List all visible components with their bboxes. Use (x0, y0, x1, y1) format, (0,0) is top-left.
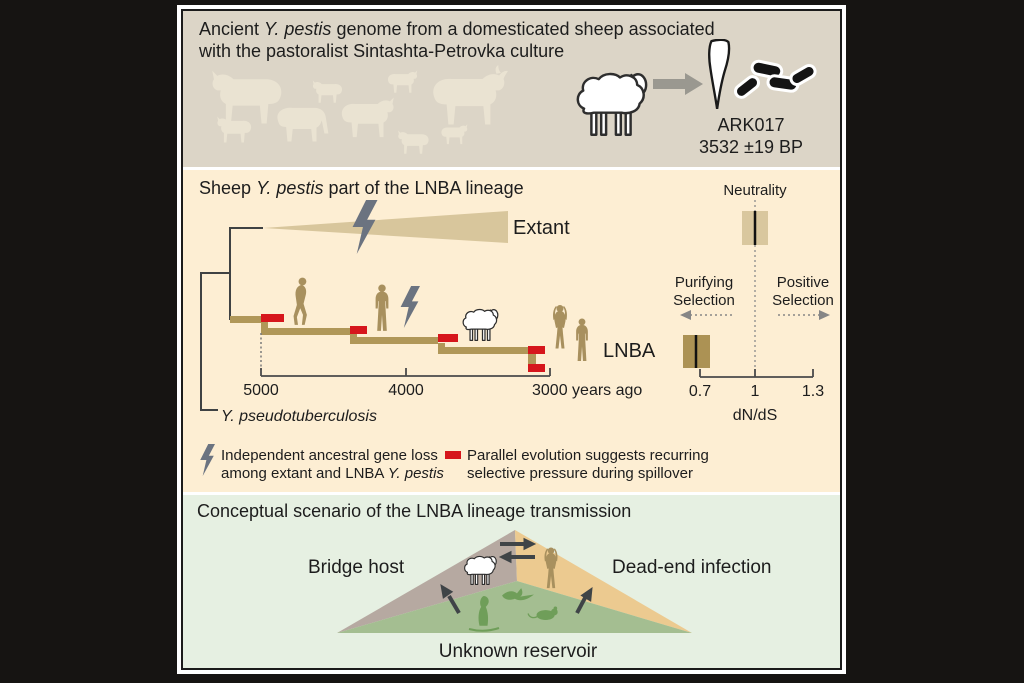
dnds-axis-label: dN/dS (732, 407, 778, 424)
extant-label: Extant (513, 217, 570, 239)
ground-line (468, 627, 500, 632)
tree-branches (200, 227, 263, 411)
extant-wedge (263, 211, 508, 243)
sheep-icon (462, 308, 499, 341)
sheep-small-icon (387, 70, 418, 93)
purifying-arrow (680, 310, 732, 320)
bridge-host-label: Bridge host (308, 557, 405, 578)
sample-id: ARK017 (717, 115, 785, 135)
timeline-tick-5000: 5000 (243, 382, 279, 399)
legend-parallel-evolution: Parallel evolution suggests recurring se… (467, 447, 709, 482)
bull-icon (433, 65, 508, 125)
panel-top-section: Ancient Y. pestis genome from a domestic… (183, 11, 840, 167)
red-gene-loss-mark (445, 451, 461, 459)
middle-title: Sheep Y. pestis part of the LNBA lineage (199, 178, 524, 200)
reservoir-region (337, 581, 692, 633)
dnds-axis (699, 369, 814, 378)
middle-title-part2: part of the LNBA lineage (323, 178, 524, 198)
sheep-icon (576, 72, 648, 136)
sample-age: 3532 ±19 BP (699, 136, 803, 157)
panel-bottom-section: Conceptual scenario of the LNBA lineage … (183, 495, 840, 668)
deadend-region (515, 530, 692, 633)
spillover-arrow-left (440, 584, 461, 615)
neutrality-label: Neutrality (723, 182, 787, 199)
lamb-icon (398, 130, 429, 154)
bacteria-icon (733, 59, 817, 99)
sample-info: ARK017 3532 ±19 BP (686, 115, 816, 158)
top-title-line2: with the pastoralist Sintashta-Petrovka … (199, 41, 565, 61)
timeline-axis (260, 368, 551, 377)
person-icon (375, 284, 389, 331)
top-title: Ancient Y. pestis genome from a domestic… (199, 19, 715, 41)
tooth-icon (708, 39, 731, 111)
exchange-arrows (498, 537, 537, 564)
transmission-triangle (337, 530, 692, 633)
positive-arrow (778, 310, 830, 320)
top-title-species: Y. pestis (264, 19, 332, 39)
purifying-selection-label: Purifying Selection (673, 274, 735, 309)
panel-middle-section: Sheep Y. pestis part of the LNBA lineage… (183, 170, 840, 492)
panel-border: Ancient Y. pestis genome from a domestic… (181, 9, 842, 670)
top-title-part1: Ancient (199, 19, 265, 39)
lightning-icon (400, 286, 420, 328)
grazing-sheep-icon (277, 107, 329, 142)
hominin-icon (293, 277, 307, 325)
outgroup-label: Y. pseudotuberculosis (221, 408, 377, 425)
reservoir-label: Unknown reservoir (438, 641, 598, 662)
spillover-arrow-right (575, 586, 593, 614)
middle-title-part1: Sheep (199, 178, 257, 198)
gene-loss-red-marks (261, 314, 545, 372)
bottom-title: Conceptual scenario of the LNBA lineage … (197, 501, 632, 521)
lnba-label: LNBA (603, 340, 656, 362)
cow-icon (212, 70, 282, 124)
lightning-icon (200, 444, 215, 476)
positive-selection-label: Positive Selection (772, 274, 834, 309)
section-divider (183, 492, 840, 495)
herd-silhouettes (212, 65, 508, 154)
dnds-tick-1: 1 (750, 383, 760, 400)
sheep-small-icon (312, 80, 343, 103)
middle-title-species: Y. pestis (256, 178, 324, 198)
phylogeny-illustration (200, 200, 830, 476)
timeline-tick-3000: 3000 years ago (532, 382, 643, 399)
dnds-tick-13: 1.3 (801, 383, 825, 400)
section-divider (183, 167, 840, 170)
graphical-abstract-panel: Ancient Y. pestis genome from a domestic… (177, 5, 846, 674)
legend-gene-loss-line1: Independent ancestral gene loss (221, 447, 438, 464)
dead-end-label: Dead-end infection (612, 557, 772, 578)
top-title-part2: genome from a domesticated sheep associa… (331, 19, 715, 39)
person-icon (576, 318, 588, 362)
legend-gene-loss-line2: among extant and LNBA Y. pestis (221, 465, 444, 482)
calf-icon (341, 97, 394, 138)
lamb-icon (217, 116, 252, 143)
legend-gene-loss-species: Y. pestis (387, 465, 444, 482)
lnba-branch-bars (230, 316, 536, 366)
arrow-right-icon (653, 73, 703, 95)
top-illustration (212, 39, 817, 154)
timeline-tick-4000: 4000 (388, 382, 424, 399)
dnds-tick-07: 0.7 (688, 383, 712, 400)
bridge-host-region (337, 530, 517, 633)
legend-gene-loss: Independent ancestral gene loss among ex… (221, 447, 444, 483)
woman-icon (553, 305, 567, 349)
lamb-icon (441, 124, 468, 145)
